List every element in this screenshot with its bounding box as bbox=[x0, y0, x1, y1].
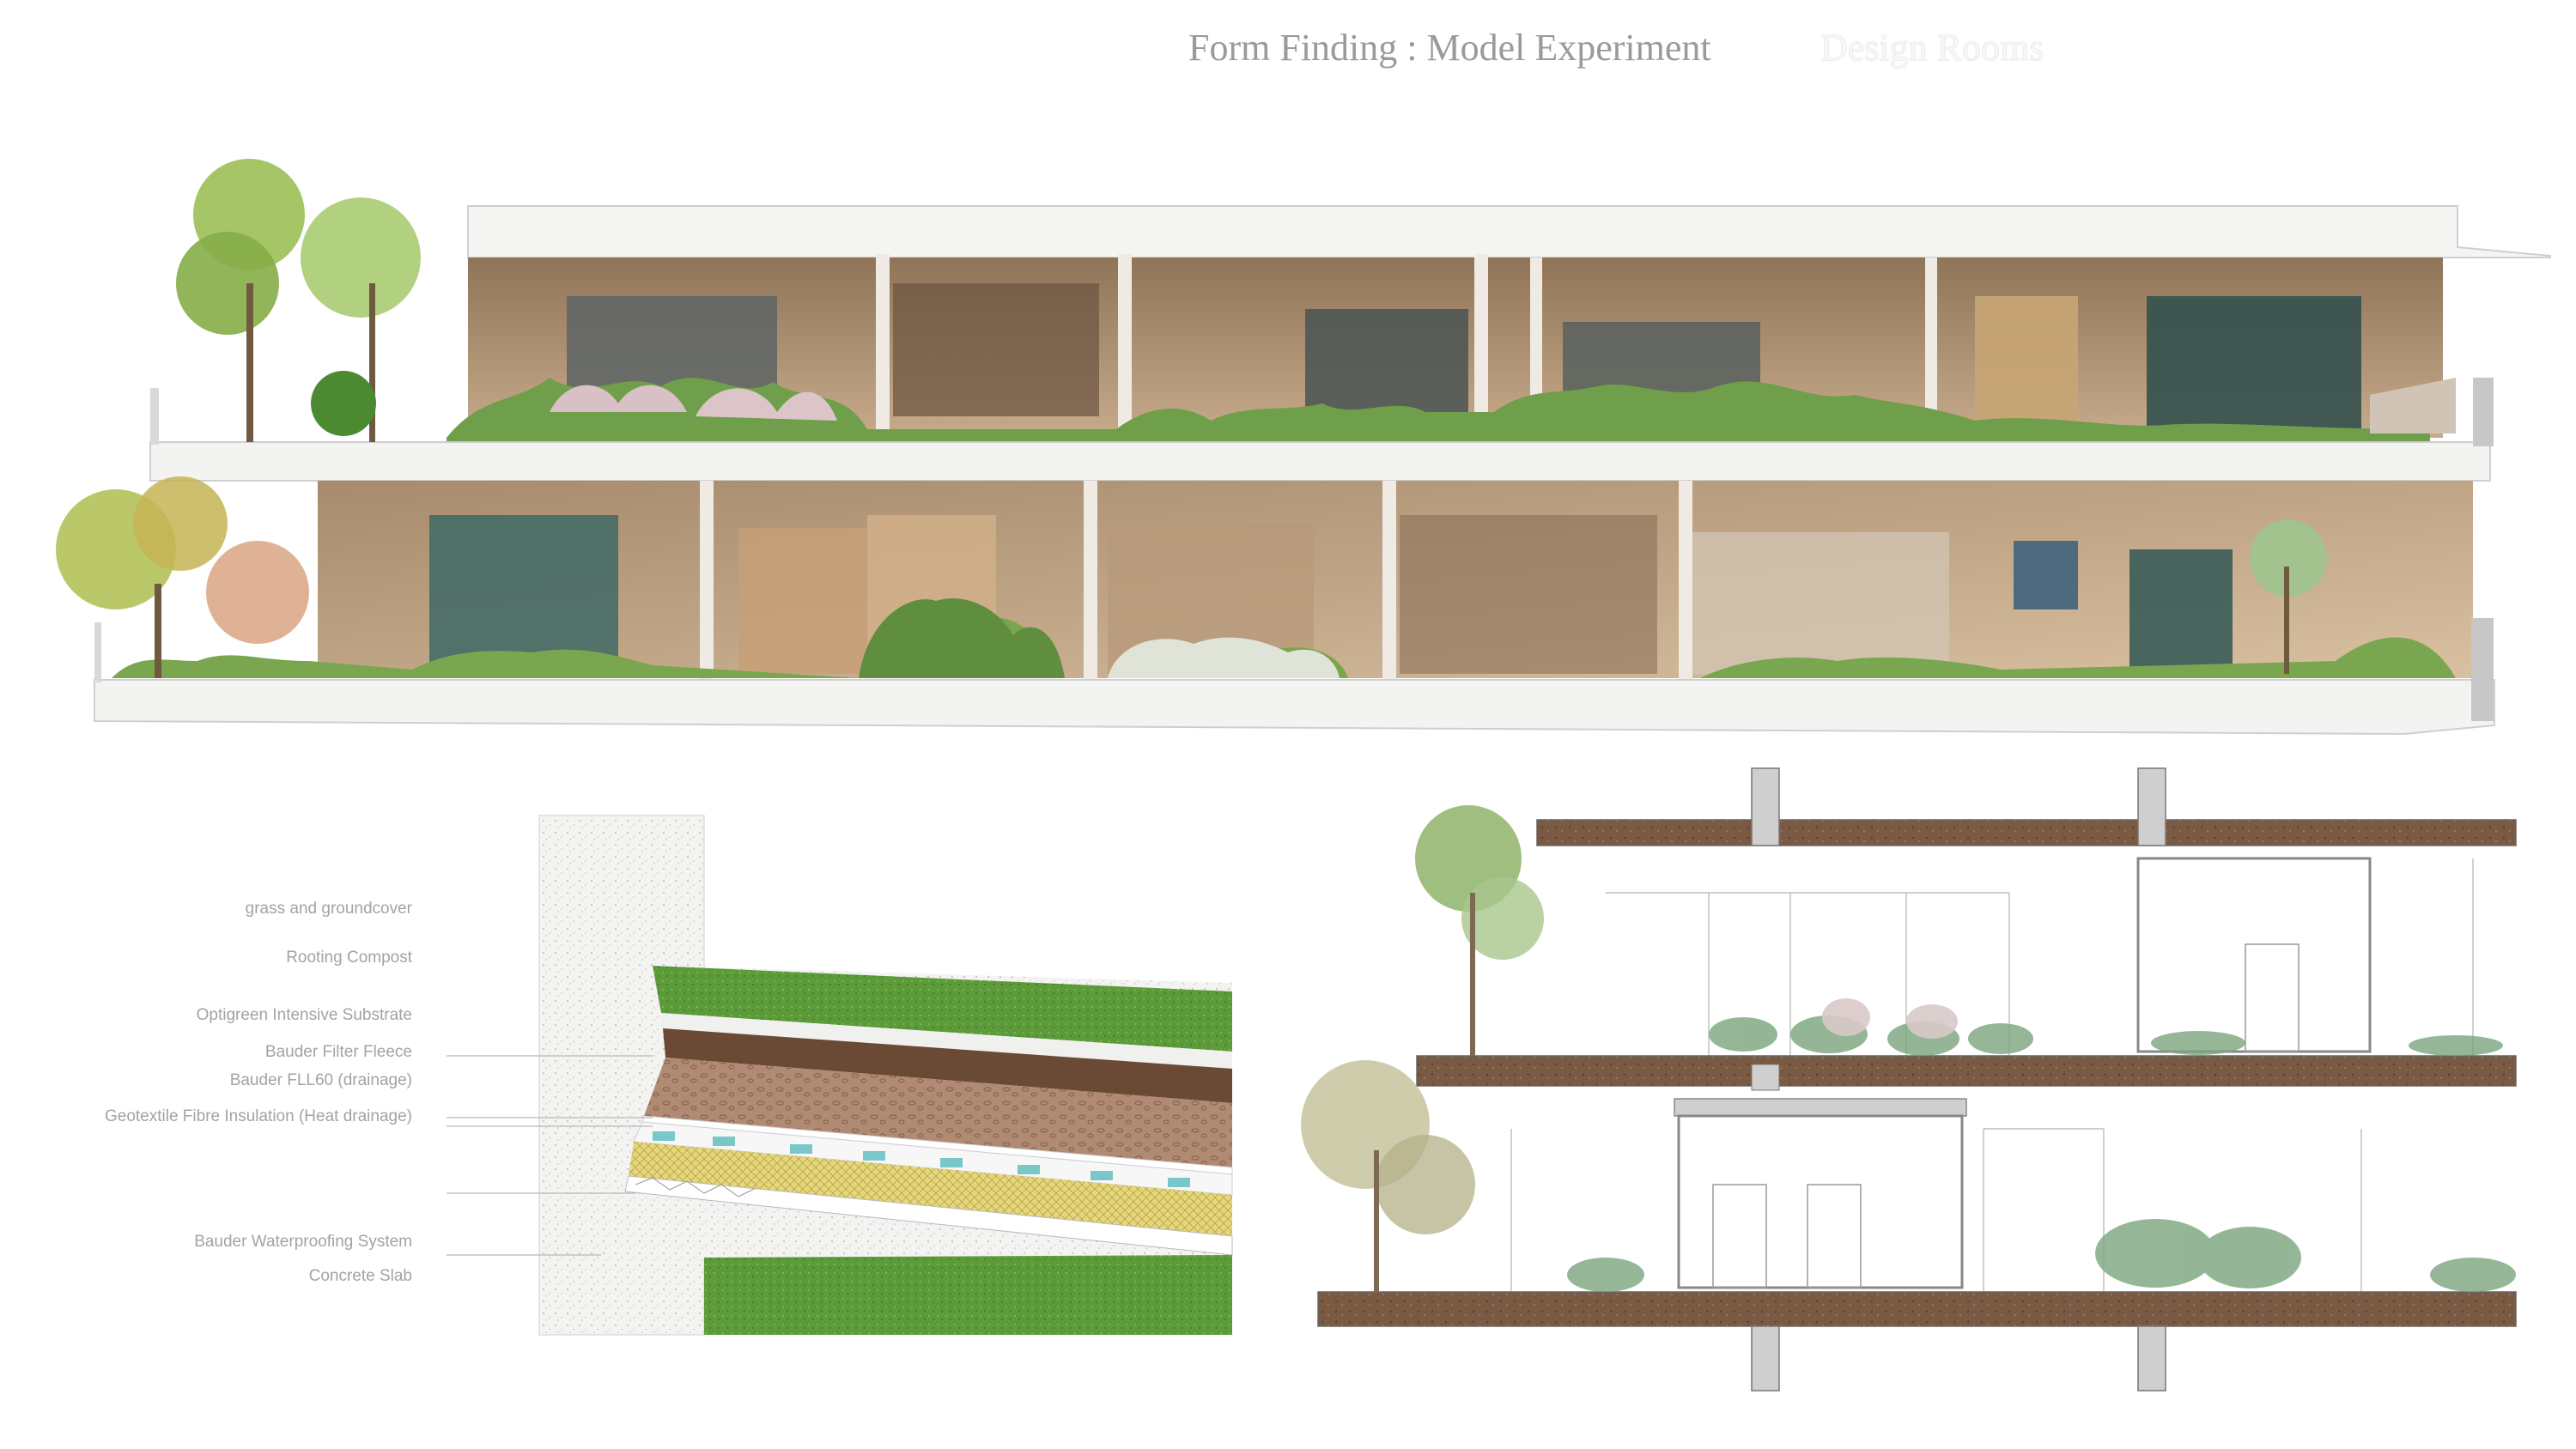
layer-label-grass: grass and groundcover bbox=[245, 900, 412, 918]
layer-insulation bbox=[629, 1142, 1232, 1236]
upper-balcony-slab bbox=[149, 441, 2491, 482]
lower-planting bbox=[112, 617, 2456, 678]
green-roof-detail bbox=[447, 815, 1233, 1336]
ground-slab bbox=[94, 679, 2495, 736]
mid-slab-line bbox=[1416, 1055, 2517, 1087]
layer-grass bbox=[653, 966, 1232, 1052]
lower-slab-line bbox=[1317, 1291, 2517, 1327]
page-title: Form Finding : Model Experiment bbox=[1188, 27, 1711, 69]
layer-substrate bbox=[644, 1058, 1232, 1167]
layer-label-concrete-slab: Concrete Slab bbox=[308, 1267, 412, 1285]
layer-label-drainage: Bauder FLL60 (drainage) bbox=[229, 1071, 412, 1089]
line-section-drawing bbox=[1301, 767, 2517, 1391]
upper-room-box bbox=[2136, 857, 2372, 1053]
layer-compost bbox=[663, 1028, 1232, 1103]
layer-label-compost: Rooting Compost bbox=[286, 949, 412, 967]
layer-label-waterproofing: Bauder Waterproofing System bbox=[194, 1233, 412, 1251]
building-section-render bbox=[56, 159, 2551, 736]
lower-grass bbox=[704, 1255, 1232, 1335]
upper-slab-line bbox=[1536, 819, 2517, 846]
layer-label-substrate: Optigreen Intensive Substrate bbox=[196, 1006, 412, 1024]
page-subtitle: Design Rooms bbox=[1820, 27, 2044, 69]
upper-planting bbox=[447, 378, 2430, 442]
lower-room-box bbox=[1677, 1114, 1964, 1289]
layer-label-insulation: Geotextile Fibre Insulation (Heat draina… bbox=[104, 1107, 412, 1125]
roof-slab bbox=[467, 205, 2551, 258]
layer-label-filter-fleece: Bauder Filter Fleece bbox=[264, 1043, 412, 1061]
